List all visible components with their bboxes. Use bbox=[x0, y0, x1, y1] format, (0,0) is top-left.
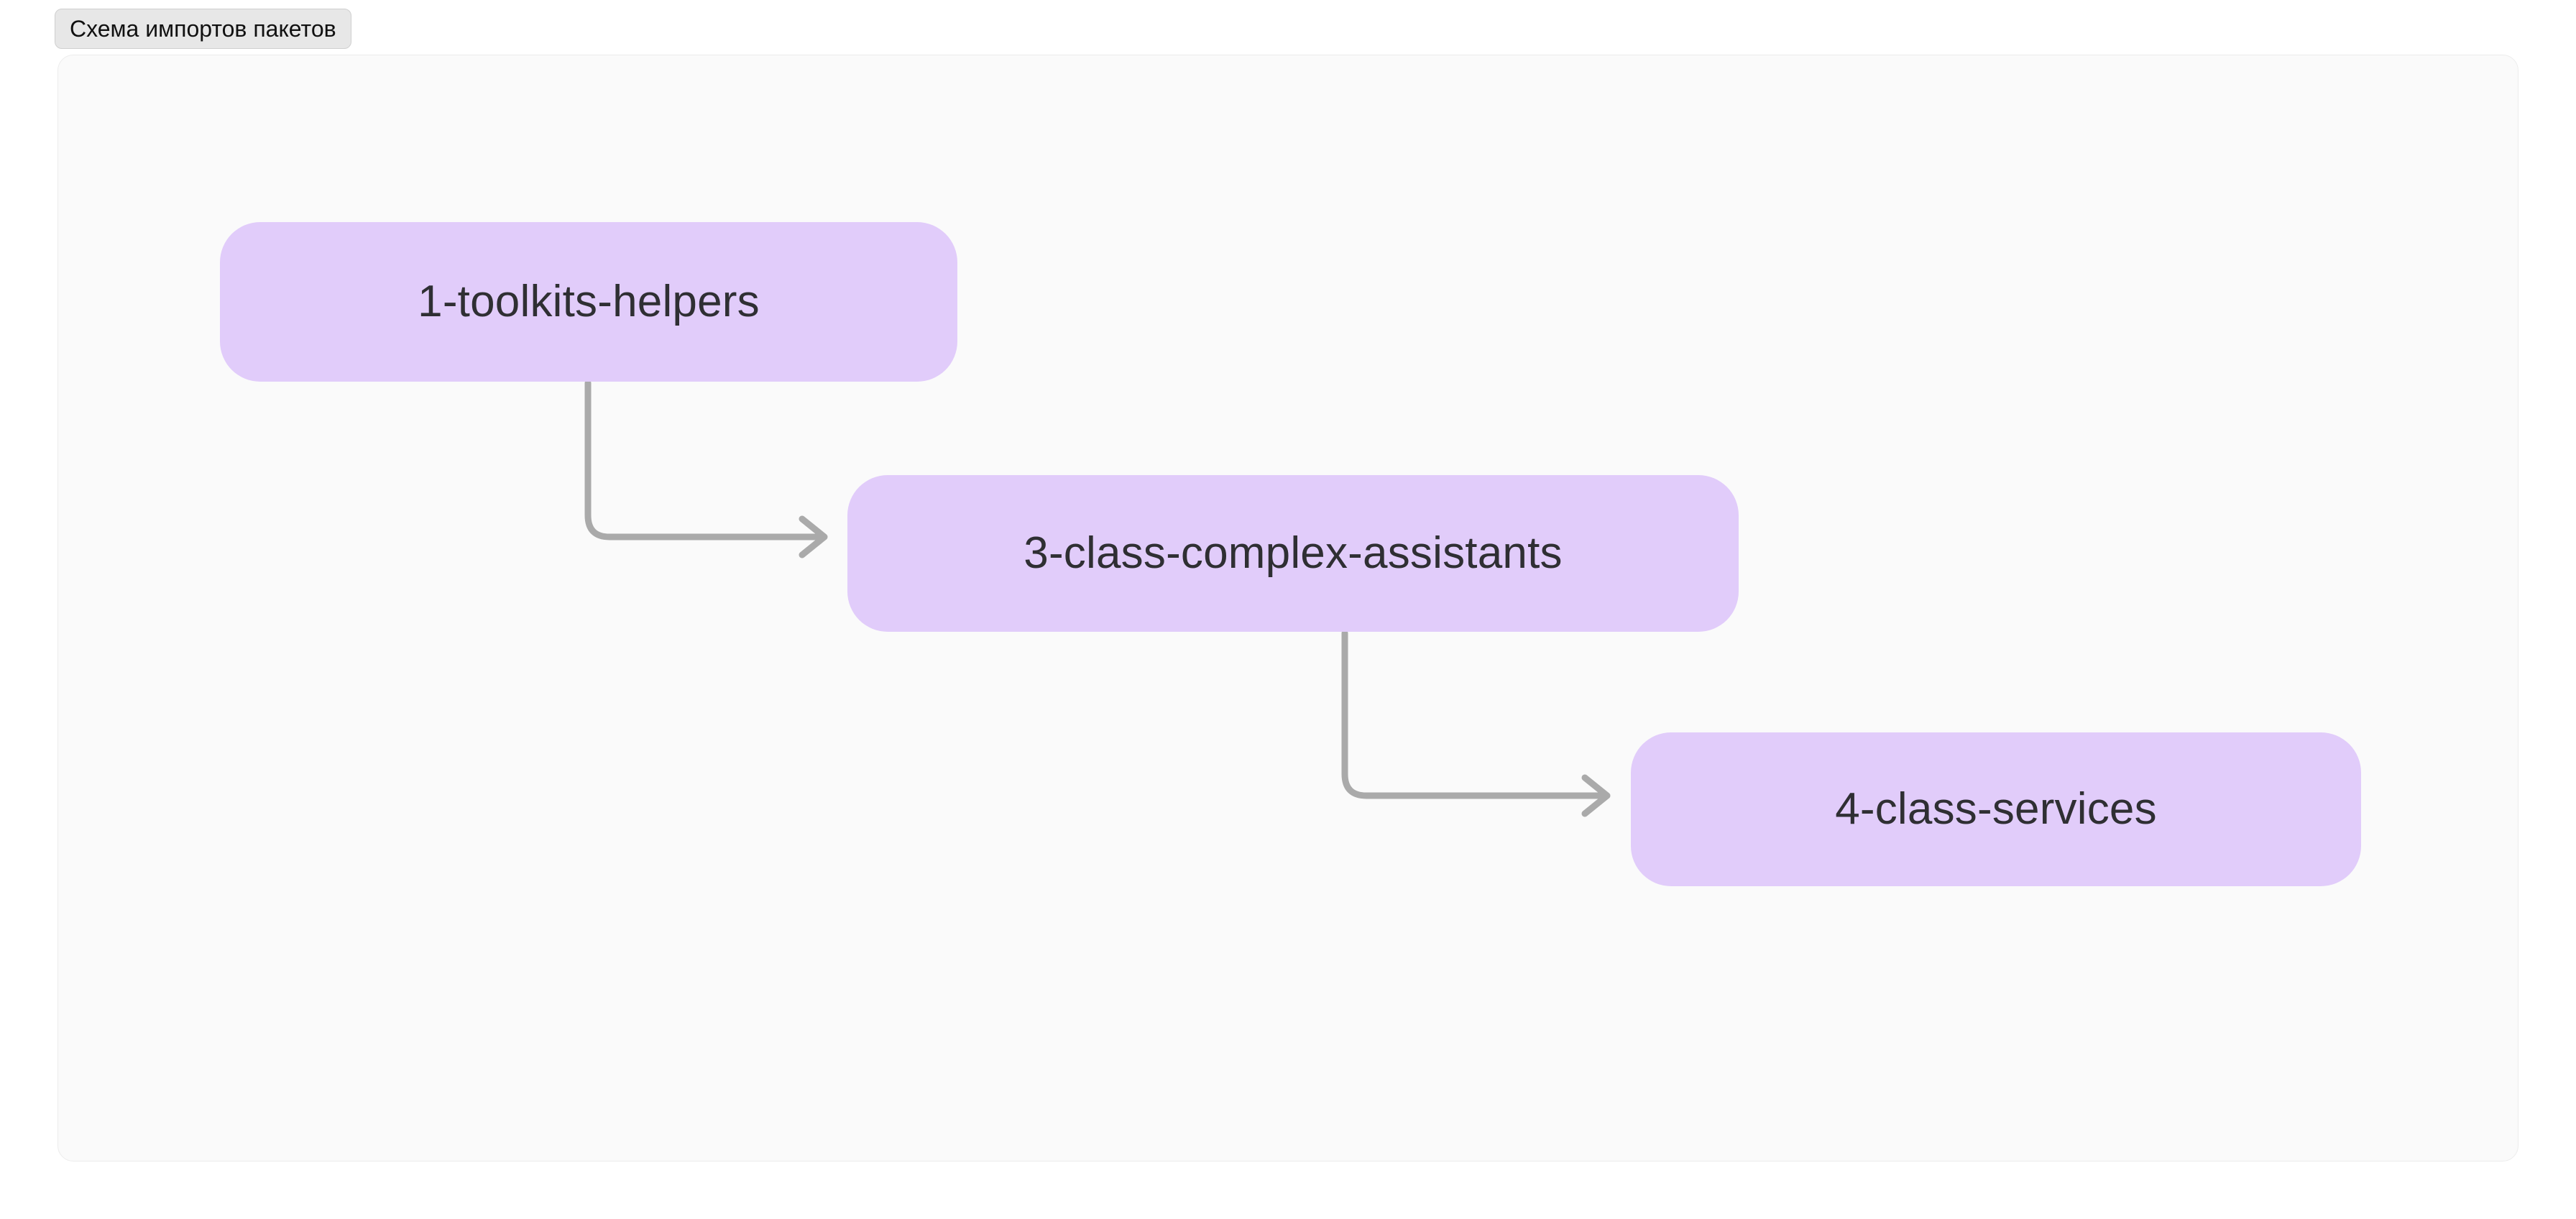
diagram-node-class-complex-assistants[interactable]: 3-class-complex-assistants bbox=[847, 475, 1739, 632]
diagram-title-label: Схема импортов пакетов bbox=[70, 16, 336, 42]
diagram-panel: 1-toolkits-helpers 3-class-complex-assis… bbox=[58, 55, 2518, 1162]
diagram-canvas[interactable]: 1-toolkits-helpers 3-class-complex-assis… bbox=[58, 55, 2518, 1161]
diagram-node-class-services[interactable]: 4-class-services bbox=[1631, 732, 2361, 886]
diagram-title-tab[interactable]: Схема импортов пакетов bbox=[55, 9, 351, 49]
diagram-node-toolkits-helpers[interactable]: 1-toolkits-helpers bbox=[220, 222, 957, 382]
diagram-node-label: 3-class-complex-assistants bbox=[1024, 528, 1563, 578]
edge-1-toolkits-to-complex-assistants bbox=[584, 380, 828, 558]
edge-2-complex-assistants-to-services bbox=[1341, 630, 1611, 817]
diagram-node-label: 4-class-services bbox=[1835, 784, 2157, 834]
diagram-node-label: 1-toolkits-helpers bbox=[418, 277, 760, 326]
